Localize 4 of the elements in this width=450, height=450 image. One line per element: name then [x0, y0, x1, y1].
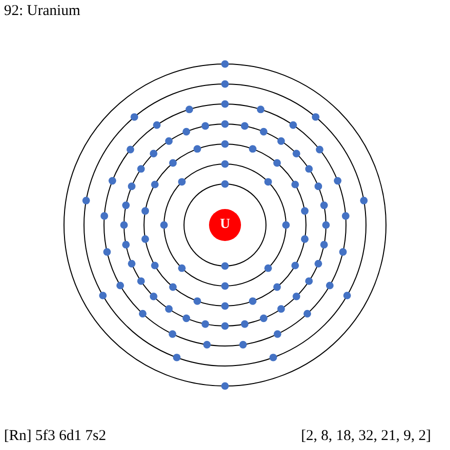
nucleus-circle: U [209, 209, 241, 241]
title: 92: Uranium [4, 3, 80, 20]
shell-occupancy: [2, 8, 18, 32, 21, 9, 2] [301, 428, 431, 445]
electron-configuration: [Rn] 5f3 6d1 7s2 [4, 428, 106, 445]
